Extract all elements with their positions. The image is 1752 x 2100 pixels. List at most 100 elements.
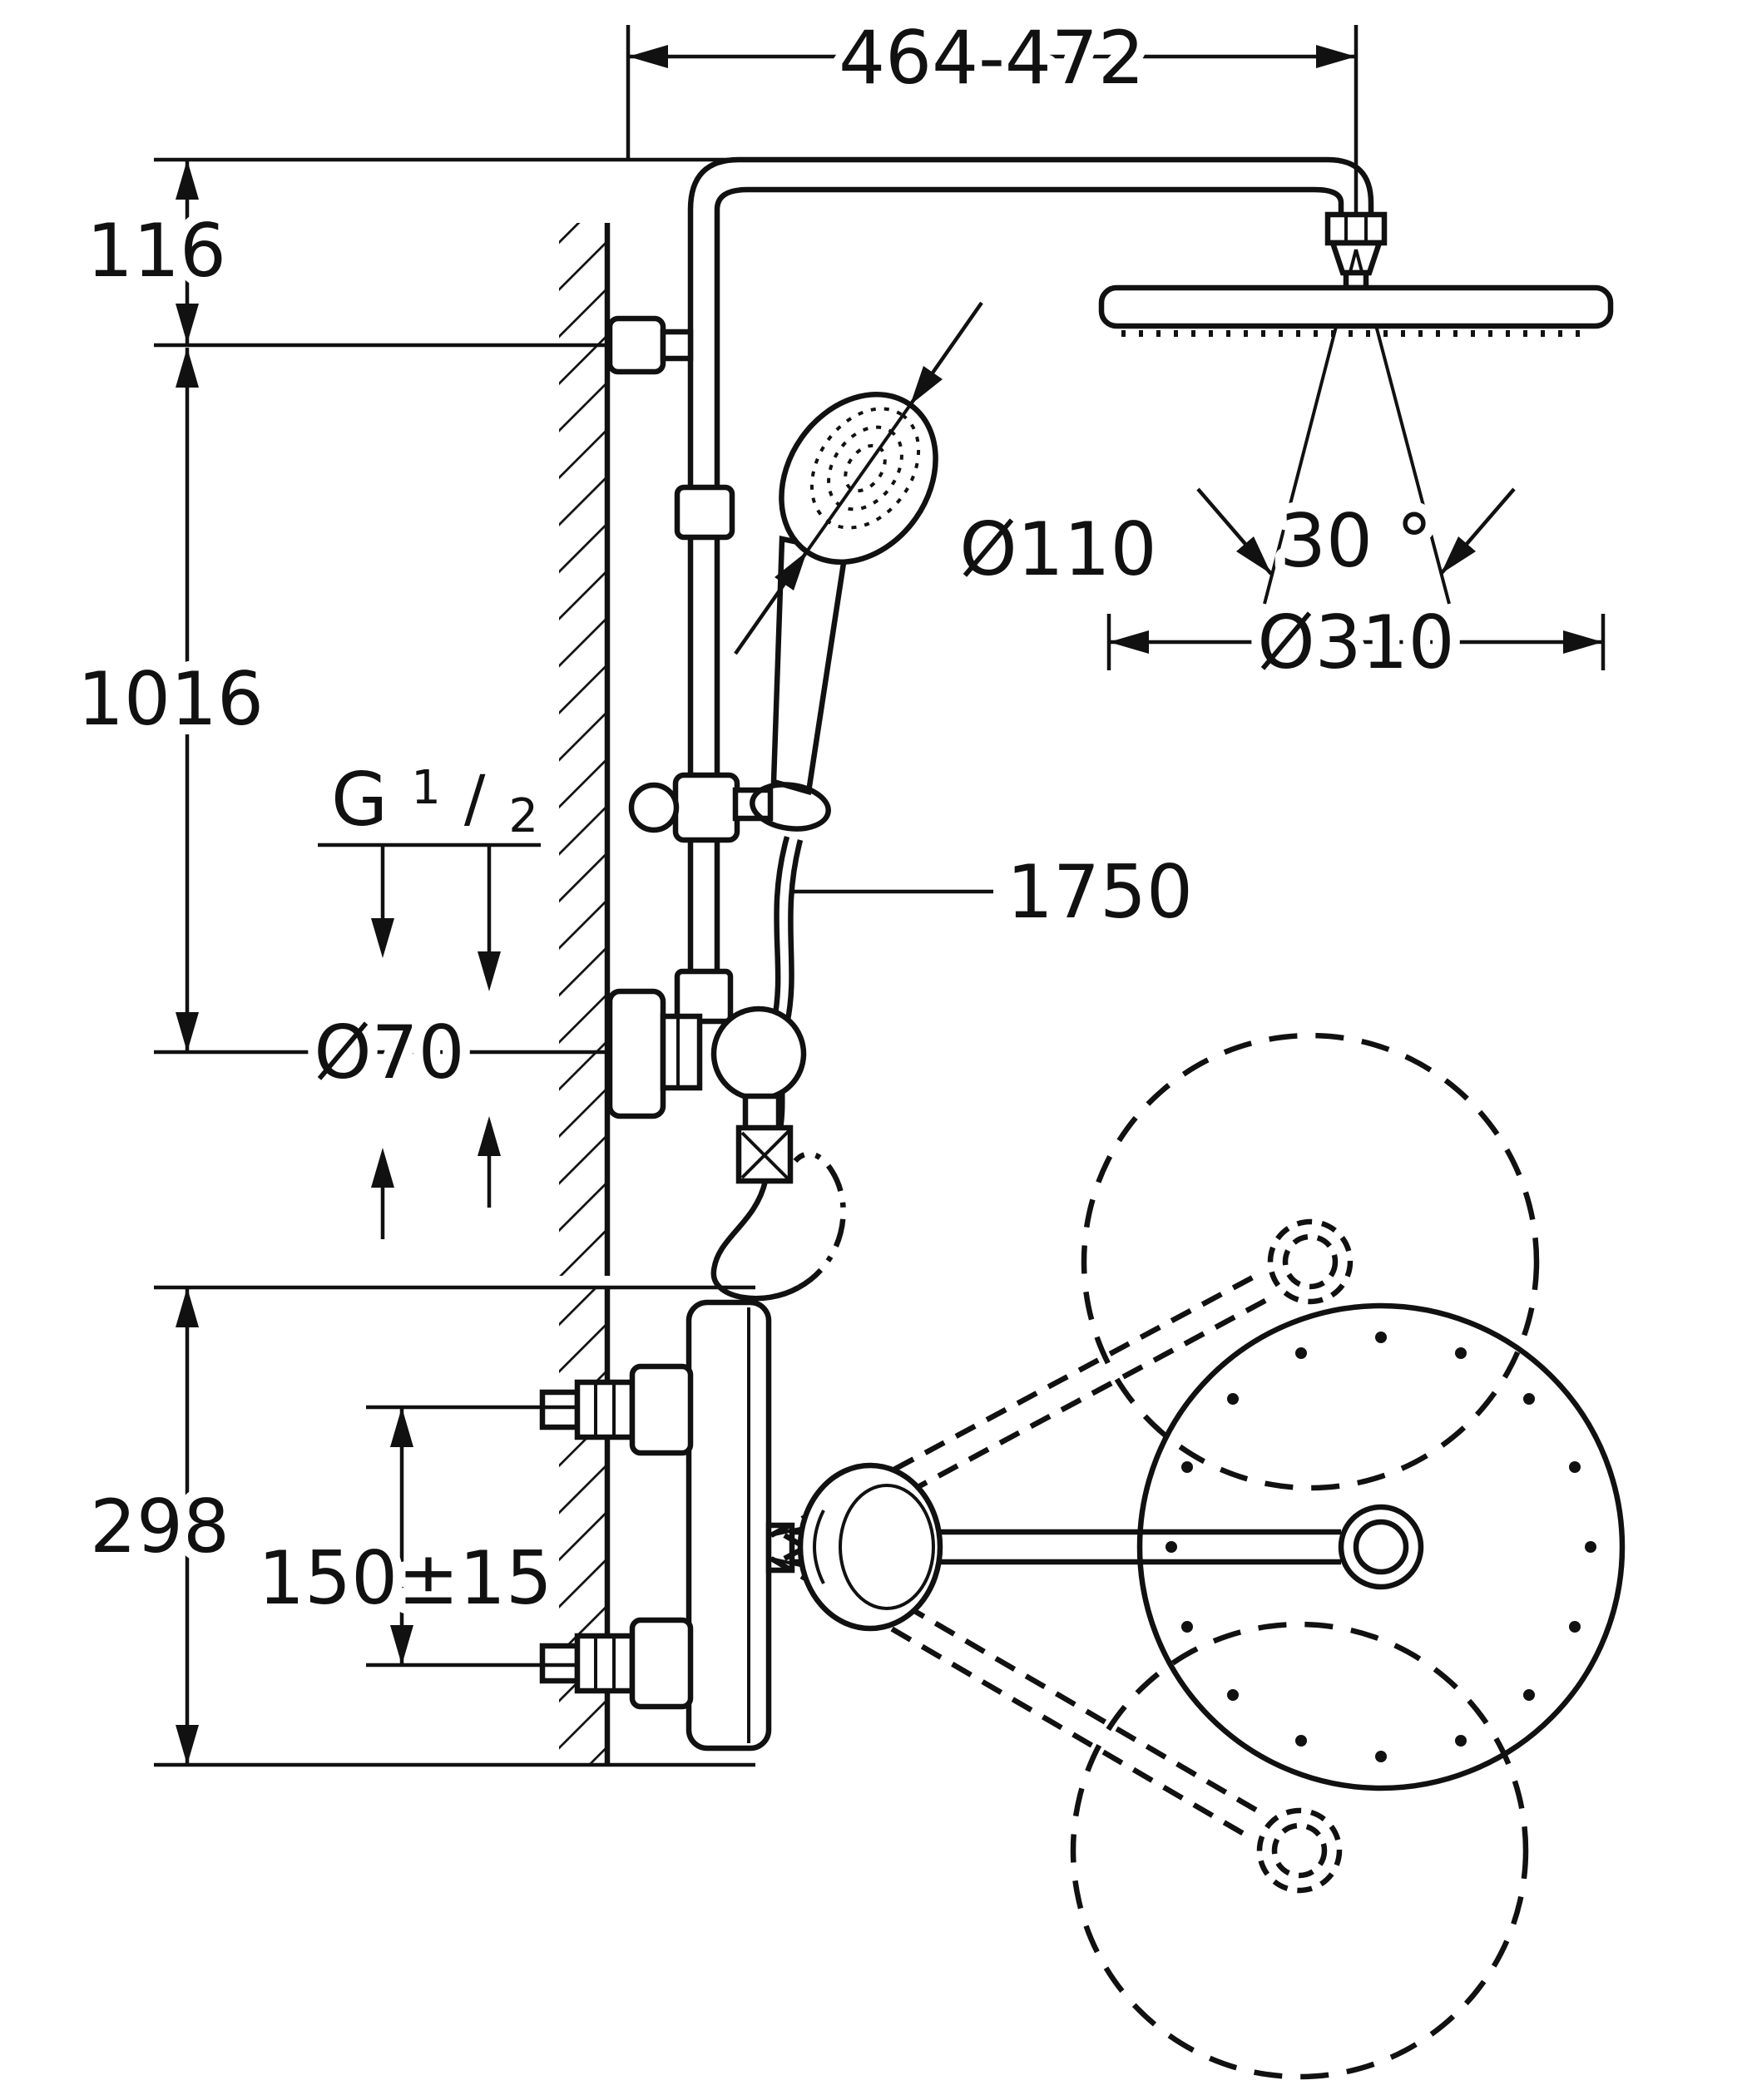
valve-escutcheon (606, 988, 666, 1119)
dimension-labels: 464-472 116 1016 G 1 / 2 Ø70 Ø110 30 ° Ø… (67, 5, 1465, 1631)
nozzle-dot (1455, 1735, 1467, 1747)
wall-flange-bracket (660, 329, 694, 362)
rail-clamp (672, 772, 740, 843)
hose-loop-centerline (793, 1151, 846, 1290)
arrowhead (390, 1625, 413, 1665)
swivel-disc-dashed (1070, 1621, 1529, 2080)
nozzle-dot (1569, 1461, 1581, 1473)
thread-letter: G (331, 757, 388, 842)
supply-fitting-bottom (539, 1617, 694, 1710)
dimension-hand-shower-diameter (734, 301, 983, 655)
supply-escutcheon (629, 1617, 694, 1710)
dimension-wall-offset (154, 157, 739, 348)
dimension-top-width (626, 25, 1359, 215)
nozzle-dot (1585, 1541, 1596, 1553)
arrowhead (1109, 630, 1149, 654)
wall-hatch-side (559, 223, 607, 1276)
hand-shower-handle-plan (770, 1527, 801, 1537)
arrowhead (176, 348, 199, 388)
swivel-disc-dashed (1081, 1032, 1540, 1491)
arrowhead (1563, 630, 1603, 654)
nozzle-dot (1295, 1347, 1307, 1359)
arrowhead (775, 551, 807, 590)
nozzle-dot (1181, 1621, 1193, 1633)
thread-numerator: 1 (411, 761, 441, 815)
column-pipe-inner (714, 186, 1344, 971)
swivel-hub-dashed (1282, 1233, 1339, 1290)
thermostat-valve-side-view (606, 968, 846, 1302)
head-ball-joint-cone (1329, 240, 1383, 276)
swivel-position-upper (770, 1032, 1540, 1561)
nozzle-dot (1455, 1347, 1467, 1359)
dimension-swivel-angle (1196, 487, 1516, 576)
wall-offset-label: 116 (87, 208, 226, 294)
nozzle-dot (1375, 1332, 1387, 1343)
top-width-label: 464-472 (839, 15, 1145, 101)
supply-union-nut (574, 1633, 636, 1694)
hand-shower-plan-view (770, 1462, 943, 1632)
arrowhead (176, 160, 199, 200)
hose-line-right (777, 839, 804, 1129)
arrowhead (1441, 536, 1476, 574)
wall-section-side (559, 223, 611, 1276)
swivel-arm-dashed (770, 1556, 1251, 1840)
diverter-knob (628, 782, 680, 833)
swivel-position-lower (770, 1533, 1529, 2080)
arrowhead (176, 1012, 199, 1052)
arrowhead (176, 1725, 199, 1765)
thread-denominator: 2 (508, 789, 538, 843)
column-valve-connector (674, 968, 734, 1025)
dimension-column-height (154, 348, 610, 1055)
valve-body-ball (710, 1006, 807, 1102)
arrowhead (371, 918, 394, 958)
head-diameter-label: Ø310 (1257, 600, 1454, 685)
swivel-arm-dashed (783, 1294, 1274, 1561)
hand-shower-face-plan (839, 1484, 935, 1610)
diameter-line (805, 403, 912, 553)
supply-fitting-top (539, 1363, 694, 1456)
holder-bar (732, 787, 774, 822)
hand-shower-head-plan (797, 1462, 943, 1632)
valve-union (660, 1013, 703, 1091)
head-shower-disc-plan (1136, 1302, 1626, 1791)
swivel-arm-dashed (783, 1533, 1265, 1816)
arrowhead (478, 951, 501, 991)
arrowhead (390, 1407, 413, 1447)
mounting-plate-plan (685, 1299, 772, 1752)
hand-shower-side-view (628, 392, 938, 843)
arrowhead (478, 1116, 501, 1156)
hose-nut-knurl (740, 1131, 790, 1181)
head-connector-nut (1324, 211, 1388, 246)
thread-slash: / (464, 761, 486, 835)
head-hub-plan-inner (1353, 1519, 1409, 1575)
arrowhead (176, 304, 199, 343)
swivel-hub-dashed (1271, 1822, 1328, 1879)
arrowhead (176, 1287, 199, 1327)
dimension-head-diameter (1106, 614, 1606, 670)
dimension-inlet-spacing (366, 1405, 578, 1668)
swivel-angle-label: 30 ° (1279, 498, 1433, 584)
arrowhead (1236, 536, 1271, 574)
hose-length-label: 1750 (1007, 849, 1193, 935)
nozzle-dot (1375, 1751, 1387, 1762)
escutcheon-diameter-label: Ø70 (314, 1010, 464, 1095)
thread-size-label: G 1 / 2 (331, 735, 538, 843)
head-shower-disc (1098, 284, 1614, 329)
supply-union-nut (574, 1379, 636, 1440)
inlet-spacing-label: 150±15 (258, 1535, 552, 1621)
nozzle-dot (1523, 1393, 1535, 1405)
swivel-hub-dashed (1267, 1218, 1354, 1305)
nozzle-dot (1523, 1689, 1535, 1701)
arrowhead (371, 1148, 394, 1188)
hose-loop (710, 1180, 800, 1302)
arrowhead (1316, 45, 1356, 68)
head-shower-front-view (1098, 211, 1614, 337)
head-hub-plan (1338, 1504, 1424, 1590)
holder-ring (750, 782, 831, 832)
nozzle-dot (1166, 1541, 1177, 1553)
hand-shower-face-arc (813, 1510, 825, 1584)
swivel-hub-dashed (1256, 1807, 1343, 1894)
wall-flange-escutcheon (606, 315, 666, 375)
